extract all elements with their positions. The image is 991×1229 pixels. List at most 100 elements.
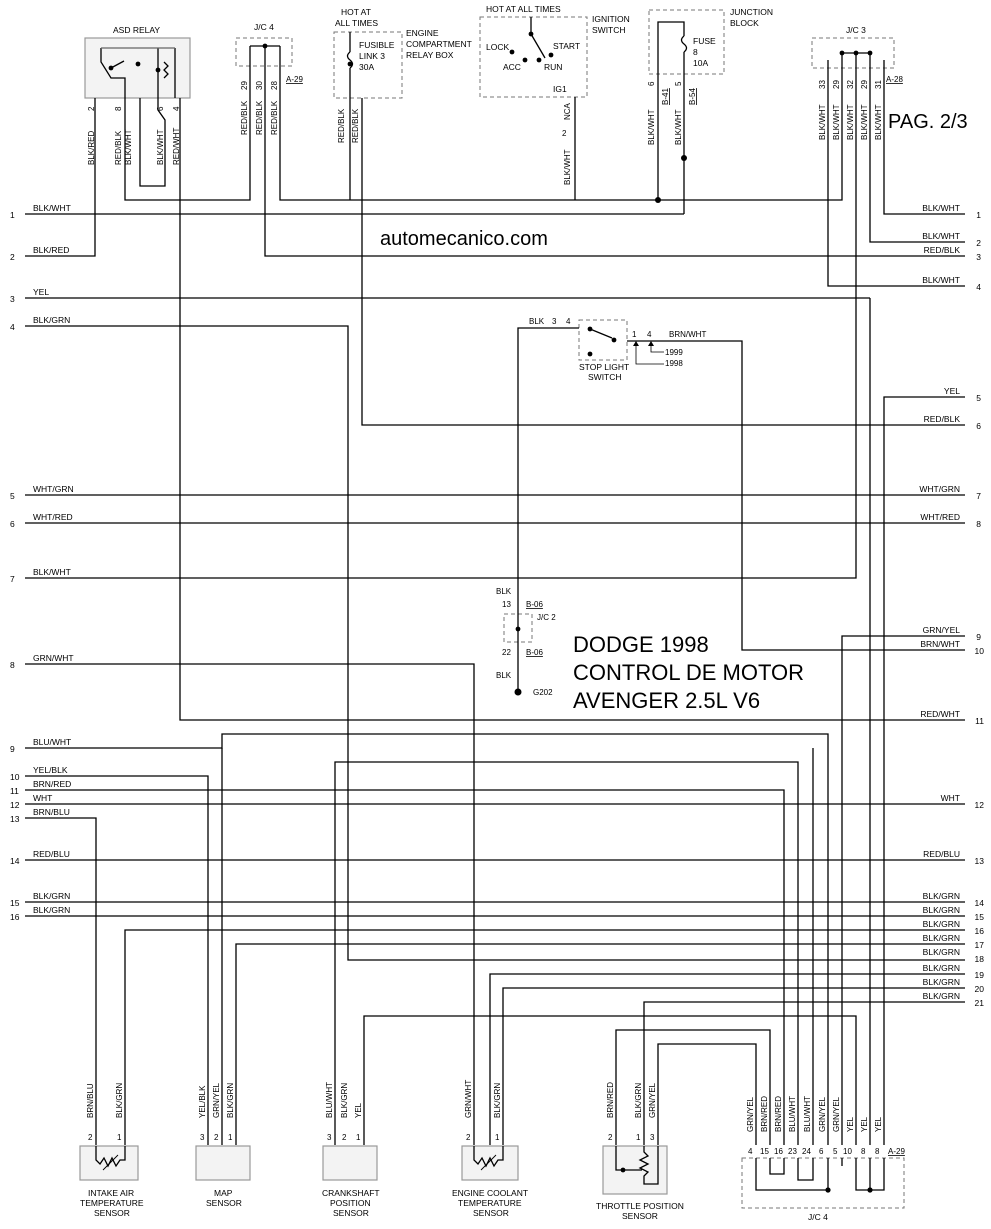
svg-text:STOP LIGHT: STOP LIGHT	[579, 362, 629, 372]
svg-text:CRANKSHAFT: CRANKSHAFT	[322, 1188, 380, 1198]
svg-text:LOCK: LOCK	[486, 42, 509, 52]
svg-text:8: 8	[10, 660, 15, 670]
svg-text:BRN/WHT: BRN/WHT	[669, 330, 706, 339]
svg-text:BRN/RED: BRN/RED	[774, 1096, 783, 1132]
svg-text:2: 2	[87, 106, 96, 111]
svg-text:BLK/RED: BLK/RED	[33, 245, 69, 255]
svg-text:BLK: BLK	[496, 587, 512, 596]
svg-text:GRN/YEL: GRN/YEL	[923, 625, 961, 635]
svg-text:15: 15	[975, 912, 985, 922]
svg-text:WHT: WHT	[33, 793, 52, 803]
svg-text:BLU/WHT: BLU/WHT	[33, 737, 71, 747]
title-line-3: AVENGER 2.5L V6	[573, 688, 760, 713]
intake-air-temperature-sensor: BRN/BLU BLK/GRN 2 1 INTAKE AIR TEMPERATU…	[79, 1083, 144, 1218]
svg-text:J/C 3: J/C 3	[846, 25, 866, 35]
svg-text:13: 13	[975, 856, 985, 866]
svg-text:BLOCK: BLOCK	[730, 18, 759, 28]
svg-text:BLK/GRN: BLK/GRN	[923, 991, 960, 1001]
svg-text:RED/BLK: RED/BLK	[351, 108, 360, 143]
svg-text:BLK/GRN: BLK/GRN	[115, 1083, 124, 1118]
svg-text:B-06: B-06	[526, 600, 543, 609]
svg-text:BLK/WHT: BLK/WHT	[33, 203, 71, 213]
svg-text:FUSIBLE: FUSIBLE	[359, 40, 395, 50]
svg-text:BLK/WHT: BLK/WHT	[674, 109, 683, 145]
svg-text:BLK/GRN: BLK/GRN	[33, 315, 70, 325]
svg-text:BLK/GRN: BLK/GRN	[493, 1083, 502, 1118]
svg-text:B-06: B-06	[526, 648, 543, 657]
svg-text:RED/BLU: RED/BLU	[33, 849, 70, 859]
svg-text:32: 32	[846, 80, 855, 89]
svg-text:A-28: A-28	[886, 75, 903, 84]
svg-text:13: 13	[502, 600, 511, 609]
svg-text:INTAKE AIR: INTAKE AIR	[88, 1188, 134, 1198]
svg-text:J/C 2: J/C 2	[537, 613, 556, 622]
svg-text:YEL: YEL	[354, 1102, 363, 1118]
svg-text:RED/WHT: RED/WHT	[172, 128, 181, 165]
junction-connector-2: BLK 13 B-06 J/C 2 22 B-06 BLK G202	[496, 587, 556, 697]
svg-text:1: 1	[636, 1133, 641, 1142]
svg-text:NCA: NCA	[563, 102, 572, 120]
svg-text:1: 1	[117, 1133, 122, 1142]
lower-wires	[25, 733, 965, 1145]
svg-text:8: 8	[861, 1147, 866, 1156]
svg-text:SENSOR: SENSOR	[473, 1208, 509, 1218]
svg-text:1999: 1999	[665, 348, 683, 357]
svg-text:MAP: MAP	[214, 1188, 233, 1198]
svg-text:BLK/WHT: BLK/WHT	[860, 104, 869, 140]
svg-text:RED/BLK: RED/BLK	[114, 130, 123, 165]
junction-connector-3: J/C 3 A-28	[811, 25, 903, 84]
svg-text:15: 15	[760, 1147, 769, 1156]
svg-text:8: 8	[114, 106, 123, 111]
svg-text:29: 29	[860, 80, 869, 89]
ground-g202-icon	[514, 688, 522, 696]
svg-text:BLK/WHT: BLK/WHT	[922, 275, 960, 285]
svg-text:WHT/GRN: WHT/GRN	[919, 484, 960, 494]
svg-text:BRN/RED: BRN/RED	[33, 779, 71, 789]
svg-text:1: 1	[228, 1133, 233, 1142]
svg-text:4: 4	[566, 317, 571, 326]
svg-text:BLK/WHT: BLK/WHT	[832, 104, 841, 140]
svg-text:BLK/WHT: BLK/WHT	[33, 567, 71, 577]
svg-text:RED/WHT: RED/WHT	[920, 709, 960, 719]
svg-text:8: 8	[976, 519, 981, 529]
svg-text:9: 9	[976, 632, 981, 642]
svg-text:WHT: WHT	[941, 793, 960, 803]
svg-text:HOT AT: HOT AT	[341, 7, 371, 17]
svg-text:6: 6	[647, 81, 656, 86]
map-sensor: YEL/BLK GRN/YEL BLK/GRN 3 2 1 MAP SENSOR	[195, 1082, 251, 1208]
svg-text:BLK/GRN: BLK/GRN	[923, 933, 960, 943]
stop-light-switch: STOP LIGHT SWITCH 3 4 BLK 1 4 BRN/WHT 19…	[529, 317, 706, 382]
svg-text:3: 3	[200, 1133, 205, 1142]
svg-text:START: START	[553, 41, 580, 51]
svg-text:WHT/GRN: WHT/GRN	[33, 484, 74, 494]
svg-text:5: 5	[674, 81, 683, 86]
svg-text:BLK/RED: BLK/RED	[87, 131, 96, 165]
svg-text:3: 3	[327, 1133, 332, 1142]
svg-text:2: 2	[976, 238, 981, 248]
ignition-switch: HOT AT ALL TIMES IGNITION SWITCH LOCK AC…	[479, 4, 630, 200]
svg-text:SWITCH: SWITCH	[588, 372, 622, 382]
svg-text:6: 6	[819, 1147, 824, 1156]
svg-text:4: 4	[647, 330, 652, 339]
svg-text:YEL/BLK: YEL/BLK	[198, 1085, 207, 1118]
svg-text:13: 13	[10, 814, 20, 824]
svg-text:29: 29	[240, 81, 249, 90]
svg-text:10: 10	[975, 646, 985, 656]
svg-text:FUSE: FUSE	[693, 36, 716, 46]
svg-text:BLK: BLK	[529, 317, 545, 326]
mid-wires	[25, 297, 965, 1145]
crankshaft-position-sensor: BLU/WHT BLK/GRN YEL 3 2 1 CRANKSHAFT POS…	[322, 1082, 380, 1218]
svg-text:21: 21	[975, 998, 985, 1008]
svg-text:17: 17	[975, 940, 985, 950]
svg-text:4: 4	[172, 106, 181, 111]
svg-text:BLK/GRN: BLK/GRN	[923, 919, 960, 929]
svg-text:19: 19	[975, 970, 985, 980]
svg-text:GRN/YEL: GRN/YEL	[648, 1082, 657, 1118]
svg-text:BLK/WHT: BLK/WHT	[818, 104, 827, 140]
svg-text:2: 2	[10, 252, 15, 262]
asd-relay-box	[84, 37, 191, 99]
svg-text:BLK/WHT: BLK/WHT	[922, 203, 960, 213]
svg-text:1: 1	[976, 210, 981, 220]
